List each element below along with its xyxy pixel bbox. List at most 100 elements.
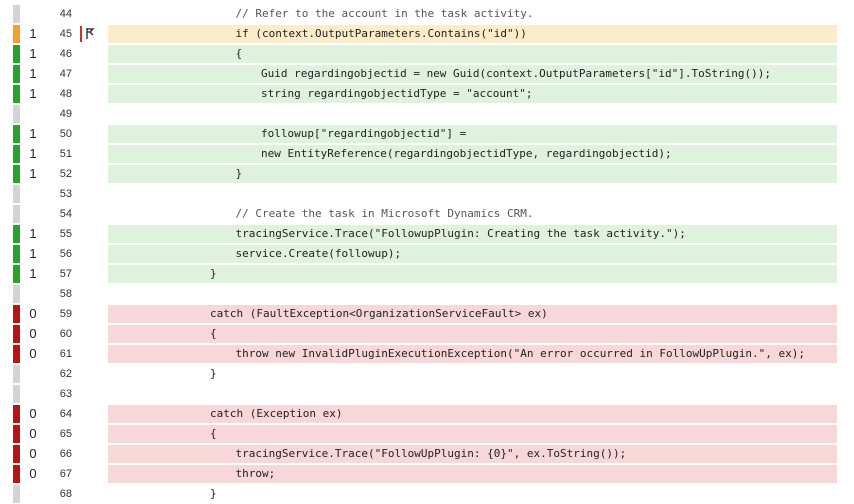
hit-count: 1 <box>29 86 37 101</box>
coverage-marker <box>13 105 20 123</box>
code-line: throw new InvalidPluginExecutionExceptio… <box>108 345 837 363</box>
hit-count: 0 <box>29 446 37 461</box>
line-number: 53 <box>59 188 72 200</box>
hit-count: 1 <box>29 146 37 161</box>
code-text: service.Create(followup); <box>235 247 402 260</box>
code-line <box>108 105 837 123</box>
code-text: throw; <box>235 467 276 480</box>
coverage-marker <box>13 325 20 343</box>
line-number: 60 <box>59 328 72 340</box>
code-line-row: 44// Refer to the account in the task ac… <box>0 4 854 24</box>
hit-count: 1 <box>29 126 37 141</box>
code-line: tracingService.Trace("FollowupPlugin: Cr… <box>108 225 837 243</box>
hit-count: 0 <box>29 306 37 321</box>
hit-count <box>22 4 44 24</box>
branch-icon[interactable] <box>80 26 96 42</box>
hit-count: 1 <box>29 26 37 41</box>
code-line-row: 0 59 catch (FaultException<OrganizationSer… <box>0 304 854 324</box>
line-number: 68 <box>59 488 72 500</box>
code-text: { <box>210 427 217 440</box>
code-line-row: 58 <box>0 284 854 304</box>
line-number: 67 <box>59 468 72 480</box>
code-line-row: 0 66 tracingService.Trace("FollowUpPlugin:… <box>0 444 854 464</box>
coverage-marker <box>13 45 20 63</box>
coverage-marker <box>13 265 20 283</box>
coverage-marker <box>13 245 20 263</box>
code-line <box>108 285 837 303</box>
code-line: // Create the task in Microsoft Dynamics… <box>108 205 837 223</box>
code-text: } <box>210 267 217 280</box>
line-number: 50 <box>59 128 72 140</box>
code-comment: // Refer to the account in the task acti… <box>235 7 534 20</box>
code-text: new EntityReference(regardingobjectidTyp… <box>261 147 672 160</box>
hit-count: 1 <box>29 246 37 261</box>
hit-count <box>22 184 44 204</box>
code-line: { <box>108 45 837 63</box>
code-line: // Refer to the account in the task acti… <box>108 5 837 23</box>
hit-count <box>22 484 44 504</box>
hit-count <box>22 384 44 404</box>
coverage-marker <box>13 185 20 203</box>
line-number: 58 <box>59 288 72 300</box>
coverage-marker <box>13 425 20 443</box>
coverage-marker <box>13 305 20 323</box>
code-text: tracingService.Trace("FollowupPlugin: Cr… <box>235 227 686 240</box>
code-text: catch (Exception ex) <box>210 407 343 420</box>
coverage-marker <box>13 85 20 103</box>
line-number: 54 <box>59 208 72 220</box>
code-line: service.Create(followup); <box>108 245 837 263</box>
code-line-row: 1 55 tracingService.Trace("FollowupPlugin:… <box>0 224 854 244</box>
coverage-marker <box>13 445 20 463</box>
code-line: catch (FaultException<OrganizationServic… <box>108 305 837 323</box>
coverage-code-view: 44// Refer to the account in the task ac… <box>0 4 854 503</box>
hit-count: 0 <box>29 426 37 441</box>
code-text: } <box>210 367 217 380</box>
code-line-row: 1 50 followup["regardingobjectid"] = <box>0 124 854 144</box>
code-line: } <box>108 265 837 283</box>
code-line: } <box>108 485 837 503</box>
line-number: 59 <box>59 308 72 320</box>
coverage-marker <box>13 205 20 223</box>
line-number: 66 <box>59 448 72 460</box>
coverage-marker <box>13 165 20 183</box>
line-number: 55 <box>59 228 72 240</box>
coverage-marker <box>13 225 20 243</box>
hit-count <box>22 284 44 304</box>
code-line: string regardingobjectidType = "account"… <box>108 85 837 103</box>
hit-count: 0 <box>29 326 37 341</box>
hit-count: 1 <box>29 166 37 181</box>
code-line: { <box>108 325 837 343</box>
line-number: 61 <box>59 348 72 360</box>
coverage-marker <box>13 385 20 403</box>
hit-count <box>22 364 44 384</box>
hit-count: 0 <box>29 346 37 361</box>
code-text: Guid regardingobjectid = new Guid(contex… <box>261 67 771 80</box>
hit-count: 1 <box>29 66 37 81</box>
code-text: { <box>210 327 217 340</box>
coverage-marker <box>13 485 20 503</box>
code-line <box>108 185 837 203</box>
code-line: followup["regardingobjectid"] = <box>108 125 837 143</box>
code-line: throw; <box>108 465 837 483</box>
code-text: tracingService.Trace("FollowUpPlugin: {0… <box>235 447 627 460</box>
code-line-row: 49 <box>0 104 854 124</box>
line-number: 63 <box>59 388 72 400</box>
code-line-row: 62} <box>0 364 854 384</box>
line-number: 46 <box>59 48 72 60</box>
code-line: } <box>108 365 837 383</box>
code-line-row: 0 67 throw; <box>0 464 854 484</box>
code-line: Guid regardingobjectid = new Guid(contex… <box>108 65 837 83</box>
hit-count: 1 <box>29 226 37 241</box>
code-line: } <box>108 165 837 183</box>
hit-count: 0 <box>29 466 37 481</box>
line-number: 51 <box>59 148 72 160</box>
code-text: if (context.OutputParameters.Contains("i… <box>235 27 527 40</box>
